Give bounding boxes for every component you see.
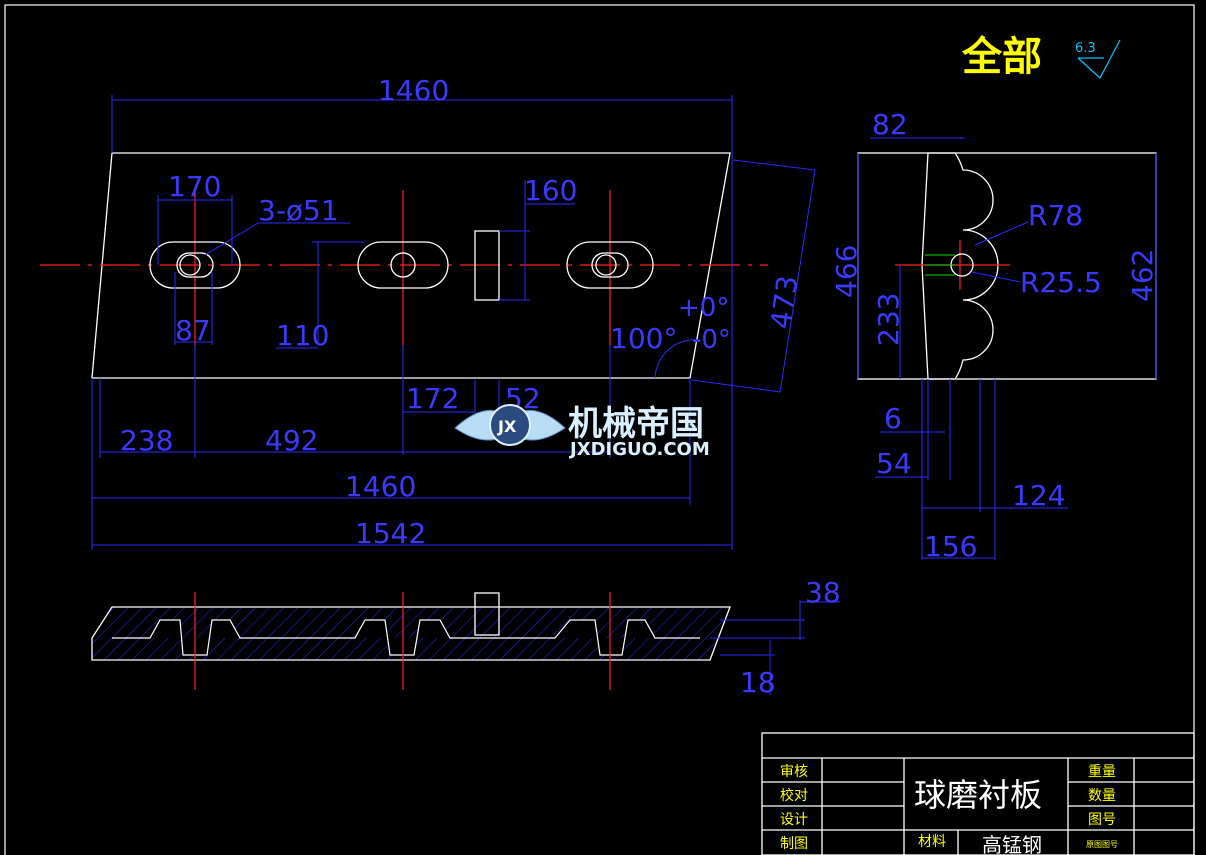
tb-material-label: 材料 xyxy=(918,834,946,850)
watermark-logo: JX 机械帝国 JXDIGUO.COM xyxy=(454,404,710,460)
dim-angle-minus: -0° xyxy=(692,325,731,355)
section-dimensions xyxy=(710,600,840,695)
dim-54: 54 xyxy=(876,447,912,480)
dim-angle-plus: +0° xyxy=(678,293,729,323)
roughness-symbol-icon xyxy=(1077,39,1121,80)
dim-233: 233 xyxy=(872,293,905,346)
dim-156: 156 xyxy=(924,530,977,563)
tb-material: 高锰钢 xyxy=(982,833,1042,855)
dim-slot-length: 170 xyxy=(168,170,221,203)
slot-hole xyxy=(566,241,654,289)
tb-orig-drawing-no: 原图图号 xyxy=(1086,840,1118,849)
dim-172: 172 xyxy=(406,382,459,415)
tb-review: 审核 xyxy=(780,764,808,780)
section-stop-block xyxy=(474,592,500,636)
side-view: 82 466 R78 R25.5 233 462 6 54 124 156 xyxy=(830,108,1159,563)
tb-design: 设计 xyxy=(780,812,808,828)
dim-124: 124 xyxy=(1012,479,1065,512)
dim-492: 492 xyxy=(265,424,318,457)
title-block: 审核 校对 设计 制图 球磨衬板 重量 数量 图号 材料 高锰钢 原图图号 xyxy=(761,732,1195,855)
dim-38: 38 xyxy=(805,576,841,609)
side-profile xyxy=(921,152,999,380)
section-view: 38 18 xyxy=(91,576,841,699)
tb-part-name: 球磨衬板 xyxy=(914,776,1042,814)
tb-check: 校对 xyxy=(780,787,808,804)
dim-466: 466 xyxy=(830,245,863,298)
dim-overall-length: 1460 xyxy=(378,74,449,107)
roughness-value: 6.3 xyxy=(1075,41,1096,56)
emblem-text: JX xyxy=(497,417,517,436)
surface-finish-note: 全部 6.3 xyxy=(961,34,1121,80)
dim-total-length: 1542 xyxy=(355,517,426,550)
dim-82: 82 xyxy=(872,108,908,141)
watermark-en: JXDIGUO.COM xyxy=(568,439,710,460)
slot-hole xyxy=(149,241,241,289)
dim-side-length: 473 xyxy=(764,273,804,331)
front-dimensions xyxy=(91,95,816,550)
stop-block xyxy=(474,230,500,301)
dim-center-height: 110 xyxy=(276,319,329,352)
tb-weight: 重量 xyxy=(1088,764,1116,780)
tb-quantity: 数量 xyxy=(1088,788,1116,804)
dim-238: 238 xyxy=(120,424,173,457)
dim-462: 462 xyxy=(1126,249,1159,302)
slot-hole xyxy=(357,241,449,289)
dim-18: 18 xyxy=(740,666,776,699)
dim-bottom-length: 1460 xyxy=(345,470,416,503)
dim-6: 6 xyxy=(884,402,902,435)
front-view: 1460 170 3-ø51 160 87 110 +0° 100° -0° 4… xyxy=(40,74,816,550)
dim-r78: R78 xyxy=(1028,199,1083,232)
tb-draw: 制图 xyxy=(780,836,808,852)
finish-label: 全部 xyxy=(961,34,1042,80)
drawing-frame xyxy=(4,4,1195,855)
side-dimensions xyxy=(857,137,1157,560)
dim-hole-note: 3-ø51 xyxy=(258,194,339,227)
dim-stop-height: 160 xyxy=(524,174,577,207)
dim-r25: R25.5 xyxy=(1020,266,1102,299)
dim-slot-width: 87 xyxy=(175,314,211,347)
tb-drawing-no: 图号 xyxy=(1088,812,1116,828)
watermark-cn: 机械帝国 xyxy=(568,404,704,444)
dim-angle: 100° xyxy=(610,322,677,355)
